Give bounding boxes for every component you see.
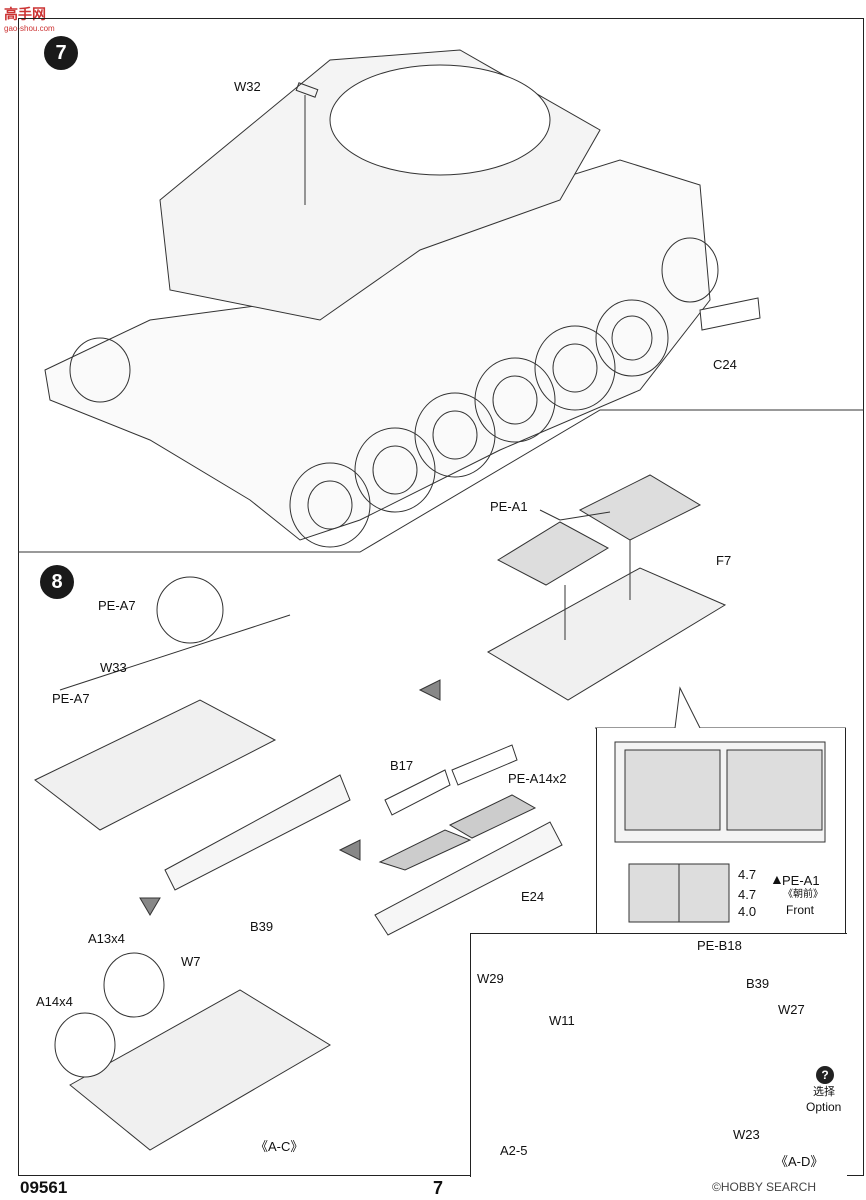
option-question-icon: ? — [816, 1066, 834, 1084]
front-arrow-icon: ▲ — [770, 871, 784, 887]
instruction-frame — [18, 18, 864, 1176]
label-option-cn: 选择 — [813, 1086, 835, 1098]
label-w11: W11 — [549, 1013, 575, 1028]
dim-2: 4.7 — [738, 887, 757, 902]
step7-divider — [18, 409, 864, 553]
middle-rail — [374, 821, 563, 936]
label-w32: W32 — [234, 79, 261, 94]
product-code: 09561 — [20, 1178, 68, 1197]
grille-part-label: PE-A1 — [782, 873, 820, 888]
road-wheels — [69, 237, 719, 548]
label-f7: F7 — [716, 553, 732, 568]
label-a13x4: A13x4 — [88, 931, 125, 946]
label-pe-a7-top: PE-A7 — [98, 598, 136, 613]
label-ad: 《A-D》 — [775, 1154, 824, 1169]
label-pe-b18: PE-B18 — [697, 938, 742, 953]
grille-a — [496, 521, 610, 586]
lower-left-deck — [69, 989, 331, 1151]
label-w23: W23 — [733, 1127, 760, 1142]
grille-detail-inset — [596, 728, 846, 934]
engine-deck — [486, 567, 727, 701]
watermark: ©HOBBY SEARCH — [712, 1180, 816, 1194]
label-pe-a7-left: PE-A7 — [52, 691, 90, 706]
label-w7: W7 — [181, 954, 201, 969]
label-w33: W33 — [100, 660, 127, 675]
label-b39-left: B39 — [250, 919, 274, 934]
dim-1: 4.7 — [738, 867, 757, 882]
label-e24: E24 — [521, 889, 545, 904]
grille-b — [578, 474, 702, 541]
step-8-marker: 8 — [40, 565, 74, 599]
front-label-cn: 《朝前》 — [783, 889, 823, 900]
grille-detail-art — [614, 741, 826, 923]
left-deck — [34, 699, 277, 831]
label-pe-a14x2: PE-A14x2 — [508, 771, 567, 786]
page-number: 7 — [433, 1178, 444, 1198]
label-a2-5: A2-5 — [500, 1143, 528, 1158]
label-option-en: Option — [806, 1100, 842, 1114]
label-b39-right: B39 — [746, 976, 770, 991]
label-ac: 《A-C》 — [255, 1139, 304, 1154]
option-inset — [470, 933, 847, 1177]
front-label-en: Front — [786, 903, 815, 917]
label-c24: C24 — [713, 357, 737, 372]
turret-ring — [329, 64, 551, 176]
left-rail — [164, 774, 351, 891]
label-a14x4: A14x4 — [36, 994, 73, 1009]
label-w27: W27 — [778, 1002, 805, 1017]
label-b17: B17 — [390, 758, 414, 773]
label-w29: W29 — [477, 971, 504, 986]
label-pe-a1: PE-A1 — [490, 499, 528, 514]
step-7-marker: 7 — [44, 36, 78, 70]
dim-3: 4.0 — [738, 904, 757, 919]
